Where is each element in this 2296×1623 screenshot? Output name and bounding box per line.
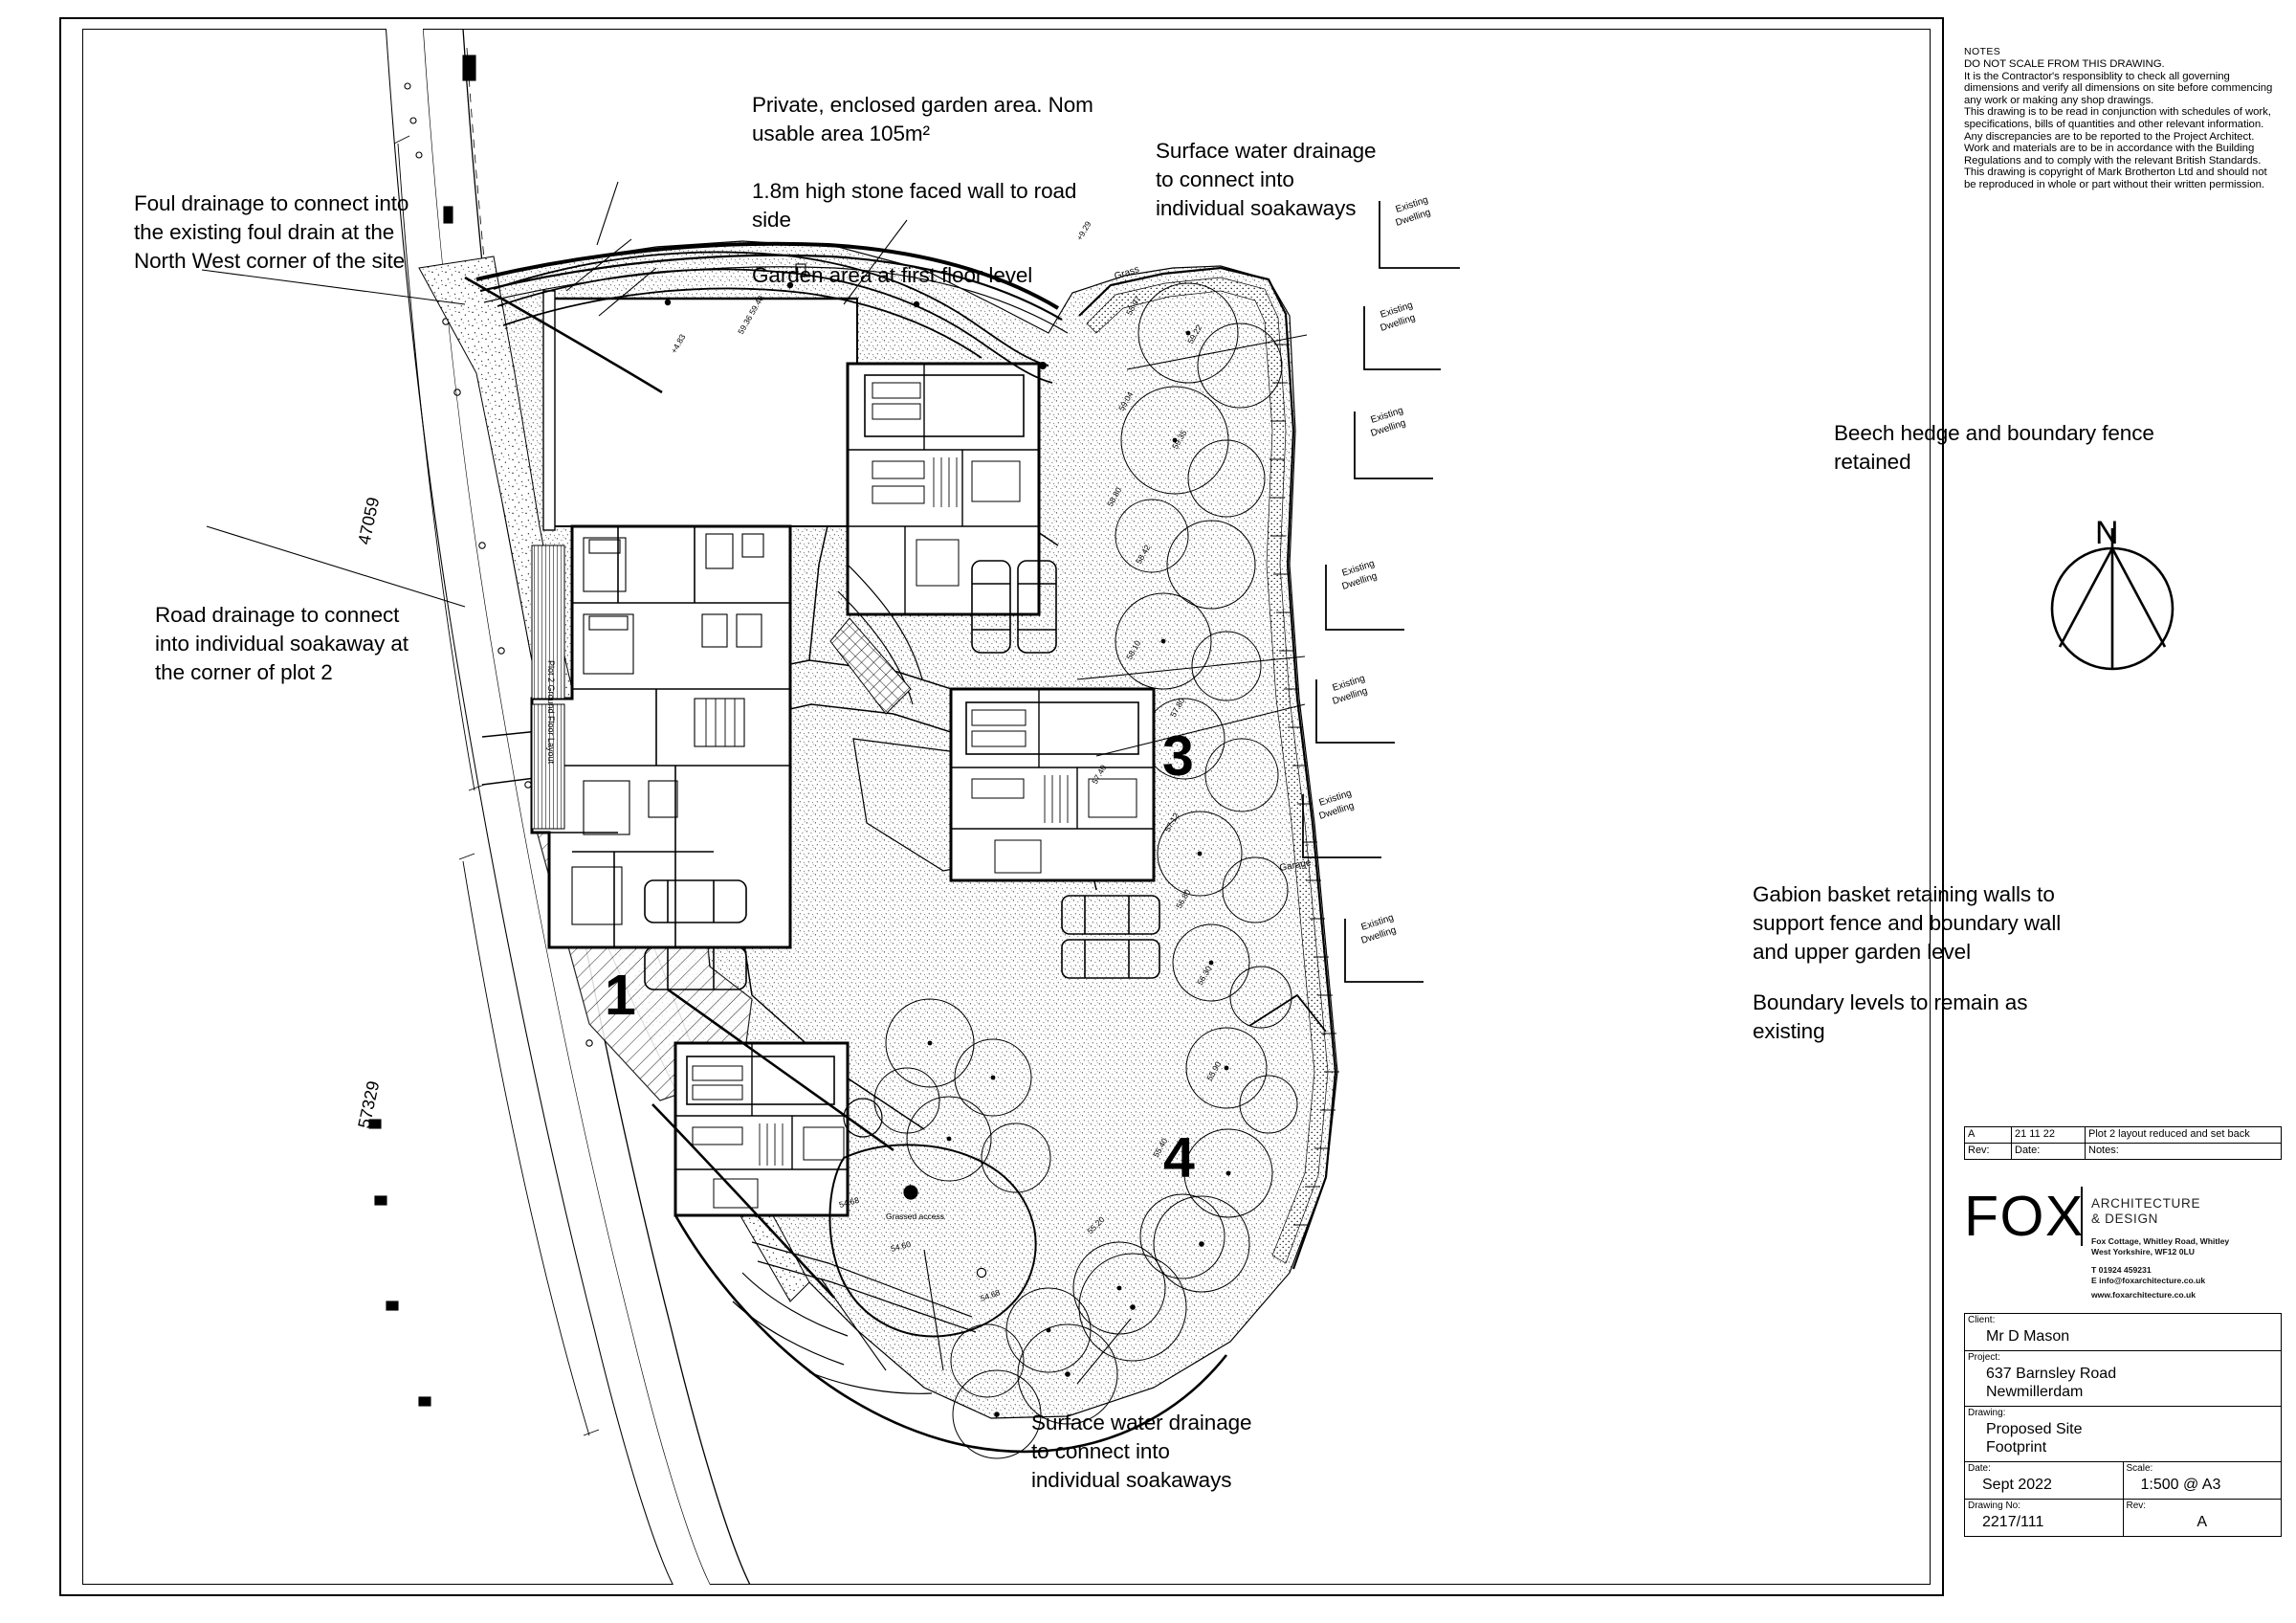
scale-value: 1:500 @ A3 [2140, 1477, 2221, 1493]
rev-label: Rev: [2126, 1501, 2147, 1511]
north-utilities [664, 263, 1047, 369]
annotation-beech-hedge: Beech hedge and boundary fence retained [1834, 421, 2154, 474]
drainage-runs [464, 276, 894, 1299]
plot-number-4: 4 [1163, 1126, 1195, 1189]
plot-number-3: 3 [1162, 724, 1194, 788]
building-plot3-lower [949, 687, 1160, 979]
north-label: N [2095, 515, 2119, 551]
tree-canopies-central [873, 998, 1051, 1193]
title-block: A 21 11 22 Plot 2 layout reduced and set… [1964, 1126, 2282, 1537]
annotation-surface-water-top: Surface water drainage to connect into i… [1156, 139, 1377, 220]
existing-dwellings [1248, 201, 1460, 1033]
revision-header-notes: Notes: [2085, 1143, 2282, 1160]
revision-date: 21 11 22 [2011, 1126, 2086, 1144]
client-row: Client: Mr D Mason [1964, 1313, 2282, 1351]
drawing-border-outer [59, 17, 1944, 1596]
north-arrow [2050, 528, 2175, 671]
drawing-no-label: Drawing No: [1968, 1501, 2021, 1511]
project-cell: Project: 637 Barnsley Road Newmillerdam [1964, 1350, 2282, 1407]
annotation-surface-water-bottom: Surface water drainage to connect into i… [1031, 1411, 1252, 1492]
rev-value: A [2197, 1514, 2208, 1530]
drawing-no-value: 2217/111 [1982, 1514, 2044, 1530]
logo-website: www.foxarchitecture.co.uk [2091, 1290, 2197, 1300]
drawing-no-cell: Drawing No: 2217/111 [1964, 1499, 2124, 1537]
plot-number-1: 1 [605, 964, 636, 1027]
project-row: Project: 637 Barnsley Road Newmillerdam [1964, 1350, 2282, 1407]
notes-heading: NOTES [1964, 46, 2001, 57]
north-contours [493, 251, 1053, 384]
annotation-foul-drainage: Foul drainage to connect into the existi… [134, 191, 409, 273]
revision-header-row: Rev: Date: Notes: [1964, 1143, 2282, 1160]
drawing-row: Drawing: Proposed Site Footprint [1964, 1406, 2282, 1462]
client-cell: Client: Mr D Mason [1964, 1313, 2282, 1351]
building-plot2: Plot 2 Ground Floor Layout [530, 290, 858, 990]
drawing-no-rev-row: Drawing No: 2217/111 Rev: A [1964, 1499, 2282, 1537]
leader-lines [201, 181, 1308, 1385]
logo-divider [2081, 1187, 2083, 1246]
logo-wordmark: FOX [1964, 1185, 2085, 1248]
annotation-boundary-levels: Boundary levels to remain as existing [1753, 990, 2028, 1043]
logo-contact: T 01924 459231 E info@foxarchitecture.co… [2091, 1265, 2206, 1285]
date-label: Date: [1968, 1463, 1991, 1474]
dimension-label-north: 47059 [354, 496, 383, 546]
logo-address: Fox Cottage, Whitley Road, Whitley West … [2091, 1236, 2230, 1256]
revision-row: A 21 11 22 Plot 2 layout reduced and set… [1964, 1126, 2282, 1144]
drawing-border-inner [82, 29, 1931, 1585]
client-value: Mr D Mason [1986, 1328, 2070, 1345]
annotation-private-garden: Private, enclosed garden area. Nom usabl… [752, 93, 1093, 145]
practice-logo: FOX ARCHITECTURE & DESIGN Fox Cottage, W… [1964, 1183, 2282, 1301]
project-info-table: Client: Mr D Mason Project: 637 Barnsley… [1964, 1313, 2282, 1537]
date-scale-row: Date: Sept 2022 Scale: 1:500 @ A3 [1964, 1461, 2282, 1500]
project-value: 637 Barnsley Road Newmillerdam [1986, 1366, 2117, 1400]
notes-block: NOTES DO NOT SCALE FROM THIS DRAWING. It… [1964, 46, 2280, 191]
south-boundary [673, 1214, 1228, 1454]
svg-text:Grassed access: Grassed access [886, 1212, 944, 1221]
project-label: Project: [1968, 1352, 2000, 1363]
revision-letter: A [1964, 1126, 2012, 1144]
beech-hedge-boundary [1078, 266, 1339, 1270]
annotation-stone-wall: 1.8m high stone faced wall to road side [752, 179, 1077, 232]
scale-label: Scale: [2126, 1463, 2153, 1474]
parked-cars-plot2 [644, 879, 747, 990]
drawing-value: Proposed Site Footprint [1986, 1421, 2083, 1456]
scale-cell: Scale: 1:500 @ A3 [2122, 1461, 2282, 1500]
revision-header-rev: Rev: [1964, 1143, 2012, 1160]
revision-table: A 21 11 22 Plot 2 layout reduced and set… [1964, 1126, 2282, 1160]
rev-cell: Rev: A [2122, 1499, 2282, 1537]
revision-notes: Plot 2 layout reduced and set back [2085, 1126, 2282, 1144]
building-plot3 [829, 362, 1057, 715]
client-label: Client: [1968, 1315, 1996, 1325]
date-cell: Date: Sept 2022 [1964, 1461, 2124, 1500]
annotation-garden-first-floor: Garden area at first floor level [752, 263, 1033, 287]
site-plan-drawing: Plot 2 Ground Floor Layout [201, 29, 1460, 1585]
dimension-lines [393, 135, 600, 1436]
annotation-gabion-basket: Gabion basket retaining walls to support… [1753, 882, 2062, 964]
plot2-floor-label: Plot 2 Ground Floor Layout [546, 660, 556, 765]
annotation-road-drainage: Road drainage to connect into individual… [155, 603, 408, 684]
drawing-label: Drawing: [1968, 1408, 2006, 1418]
drawing-cell: Drawing: Proposed Site Footprint [1964, 1406, 2282, 1462]
logo-subtitle: ARCHITECTURE & DESIGN [2091, 1196, 2201, 1226]
revision-header-date: Date: [2011, 1143, 2086, 1160]
soakaways-south [952, 1195, 1250, 1459]
date-value: Sept 2022 [1982, 1477, 2052, 1493]
notes-body: DO NOT SCALE FROM THIS DRAWING. It is th… [1964, 58, 2273, 190]
